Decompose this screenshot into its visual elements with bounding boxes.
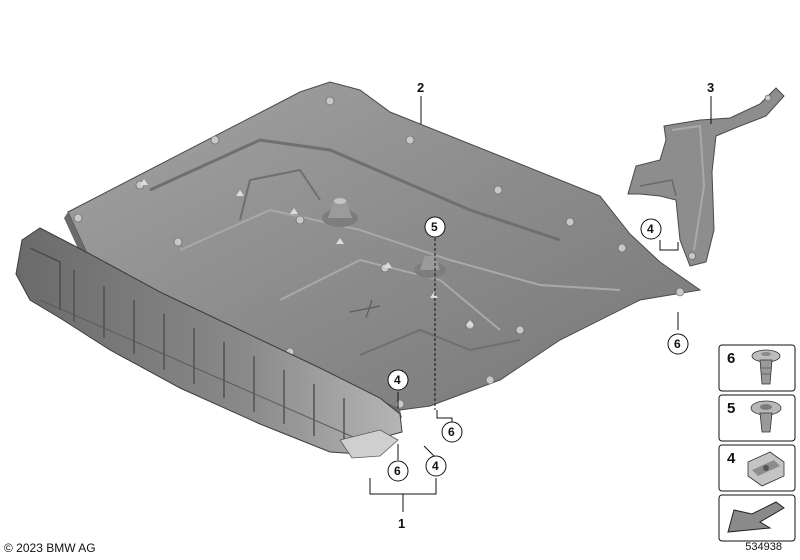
- legend-item-6: 6: [718, 344, 796, 392]
- clip-nut-icon: [747, 451, 785, 487]
- callout-4-main: 4: [387, 369, 409, 391]
- callout-6-panel: 6: [667, 333, 689, 355]
- document-id: 534938: [745, 541, 782, 553]
- direction-arrow-icon: [727, 501, 785, 533]
- legend-number: 6: [727, 350, 735, 367]
- legend-item-4: 4: [718, 444, 796, 492]
- side-panel: [627, 87, 785, 267]
- push-rivet-icon: [751, 349, 781, 385]
- callout-5-label: 5: [431, 220, 438, 234]
- front-deflector: [15, 227, 403, 459]
- legend-number: 4: [727, 450, 736, 467]
- spread-nut-icon: [750, 400, 782, 433]
- copyright-text: © 2023 BMW AG: [4, 541, 96, 555]
- legend-number: 5: [727, 400, 735, 417]
- callout-4-label: 4: [394, 373, 401, 387]
- callout-6-label: 6: [448, 425, 455, 439]
- callout-4-label: 4: [647, 222, 654, 236]
- legend-item-5: 5: [718, 394, 796, 442]
- legend-arrow: [718, 494, 796, 542]
- part-number-1: 1: [398, 516, 405, 531]
- callout-6-label: 6: [674, 337, 681, 351]
- callout-6-center: 6: [441, 421, 463, 443]
- callout-5-top: 5: [424, 216, 446, 238]
- callout-4-bottom: 4: [425, 455, 447, 477]
- part-number-3: 3: [707, 80, 714, 95]
- callout-6-label: 6: [394, 464, 401, 478]
- part-number-2: 2: [417, 80, 424, 95]
- callout-4-label: 4: [432, 459, 439, 473]
- callout-4-panel: 4: [640, 218, 662, 240]
- callout-6-bottom: 6: [387, 460, 409, 482]
